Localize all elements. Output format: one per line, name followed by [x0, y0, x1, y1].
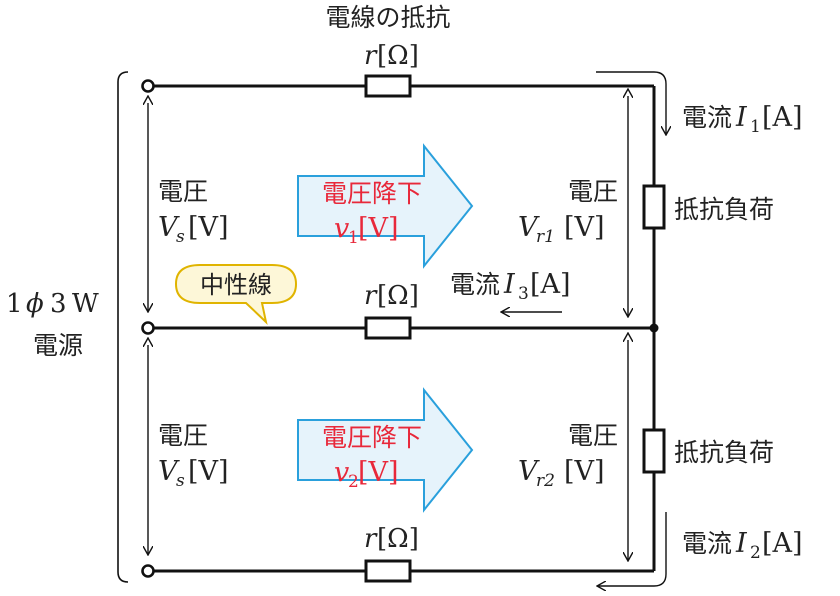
terminal-bottom: [141, 564, 155, 578]
svg-text:電圧: 電圧: [568, 421, 618, 450]
svg-text:I: I: [503, 269, 516, 300]
svg-text:[V]: [V]: [188, 212, 229, 243]
neutral-bubble: [174, 264, 298, 325]
vs-label-lower: 電圧 V s [V]: [158, 421, 229, 491]
i3-label: 電流 I 3 [A]: [450, 269, 571, 304]
svg-text:1: 1: [750, 117, 761, 137]
terminal-top: [141, 79, 155, 93]
svg-text:1: 1: [6, 289, 23, 319]
svg-text:V: V: [158, 212, 180, 243]
svg-text:v: v: [334, 213, 349, 244]
load-label-1: 抵抗負荷: [674, 195, 774, 224]
svg-text:電圧: 電圧: [158, 421, 208, 450]
drop-label-2: 電圧降下 v 2 [V]: [322, 423, 422, 492]
svg-text:[Ω]: [Ω]: [377, 281, 419, 311]
svg-text:s: s: [176, 471, 185, 491]
load-resistor-2: [642, 428, 666, 474]
svg-text:2: 2: [348, 472, 359, 492]
i2-label: 電流 I 2 [A]: [682, 528, 803, 563]
drop-arrow-1: [297, 143, 474, 269]
svg-text:r: r: [364, 281, 378, 311]
r-label-bottom: r [Ω]: [364, 524, 419, 554]
svg-text:3: 3: [518, 284, 529, 304]
svg-text:[A]: [A]: [762, 102, 803, 133]
svg-text:[Ω]: [Ω]: [377, 41, 419, 71]
svg-text:電流: 電流: [682, 103, 732, 132]
i1-label: 電流 I 1 [A]: [682, 102, 803, 137]
i1-arrow: [596, 71, 666, 134]
svg-text:2: 2: [750, 543, 761, 563]
junction-dot: [649, 323, 659, 333]
svg-text:s: s: [176, 227, 185, 247]
bottom-line-resistor: [364, 559, 412, 583]
svg-text:V: V: [158, 456, 180, 487]
svg-text:r1: r1: [536, 227, 555, 247]
source-bracket: [117, 71, 129, 583]
svg-text:電圧降下: 電圧降下: [322, 423, 422, 452]
svg-text:[Ω]: [Ω]: [377, 524, 419, 554]
svg-text:電圧: 電圧: [158, 177, 208, 206]
source-label: 1 ϕ 3 W 電源: [6, 289, 99, 360]
title-wire-resistance: 電線の抵抗: [325, 3, 450, 32]
svg-text:[A]: [A]: [530, 269, 571, 300]
svg-text:電流: 電流: [450, 270, 500, 299]
drop-arrow-2: [297, 387, 474, 513]
svg-text:I: I: [735, 102, 748, 133]
svg-text:[V]: [V]: [358, 457, 399, 488]
top-line-resistor: [364, 74, 412, 98]
i2-arrow: [598, 512, 667, 586]
svg-text:電圧: 電圧: [568, 177, 618, 206]
svg-text:I: I: [735, 528, 748, 559]
vr1-label: 電圧 V r1 [V]: [518, 177, 618, 247]
svg-text:電源: 電源: [33, 331, 83, 360]
svg-text:[V]: [V]: [564, 212, 605, 243]
vs-label-upper: 電圧 V s [V]: [158, 177, 229, 247]
load-resistor-1: [642, 184, 666, 230]
svg-text:[V]: [V]: [358, 213, 399, 244]
svg-text:1: 1: [348, 228, 359, 248]
svg-text:W: W: [72, 289, 99, 319]
svg-text:ϕ: ϕ: [26, 289, 44, 319]
svg-text:3: 3: [50, 289, 67, 319]
neutral-label: 中性線: [200, 271, 272, 299]
r-label-top: r [Ω]: [364, 41, 419, 71]
terminal-neutral: [141, 321, 155, 335]
r-label-neutral: r [Ω]: [364, 281, 419, 311]
svg-text:r: r: [364, 41, 378, 71]
vr2-label: 電圧 V r2 [V]: [518, 421, 618, 491]
svg-text:r: r: [364, 524, 378, 554]
svg-text:電圧降下: 電圧降下: [322, 179, 422, 208]
svg-text:v: v: [334, 457, 349, 488]
svg-text:V: V: [518, 456, 540, 487]
drop-label-1: 電圧降下 v 1 [V]: [322, 179, 422, 248]
wires: [154, 84, 656, 573]
svg-text:[A]: [A]: [762, 528, 803, 559]
svg-text:電流: 電流: [682, 529, 732, 558]
svg-text:V: V: [518, 212, 540, 243]
load-label-2: 抵抗負荷: [674, 438, 774, 467]
svg-text:[V]: [V]: [188, 456, 229, 487]
svg-text:r2: r2: [536, 471, 555, 491]
svg-text:[V]: [V]: [564, 456, 605, 487]
neutral-line-resistor: [364, 316, 412, 340]
